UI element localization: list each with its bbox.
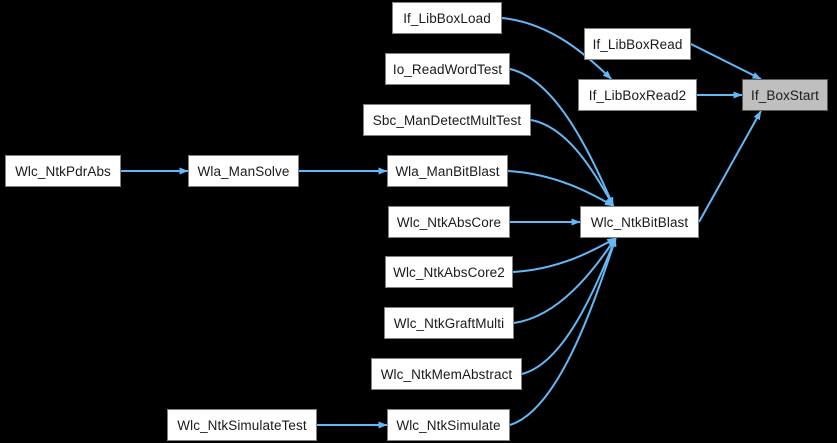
graph-edge-io_readwordtest-to-wlc_ntkbitblast [509, 68, 615, 207]
graph-node-label: Wlc_NtkPdrAbs [15, 163, 111, 179]
edges-group [121, 17, 762, 429]
graph-node-label: Wlc_NtkGraftMulti [393, 315, 505, 331]
graph-node-if_libboxread[interactable]: If_LibBoxRead [584, 28, 691, 60]
graph-node-label: Wlc_NtkSimulateTest [177, 417, 307, 433]
graph-node-label: Sbc_ManDetectMultTest [372, 112, 522, 128]
graph-node-label: If_LibBoxRead2 [588, 87, 687, 103]
graph-node-wlc_ntkabscore2[interactable]: Wlc_NtkAbsCore2 [385, 256, 513, 288]
graph-node-label: Wlc_NtkMemAbstract [380, 366, 513, 382]
graph-node-io_readwordtest[interactable]: Io_ReadWordTest [385, 53, 510, 85]
graph-edge-wlc_ntkbitblast-to-if_boxstart [698, 110, 762, 223]
graph-edge-sbc_mandetectmulttest-to-wlc_ntkbitblast [530, 119, 615, 207]
graph-node-label: Wlc_NtkAbsCore2 [393, 264, 505, 280]
graph-node-wlc_ntkpdrabs[interactable]: Wlc_NtkPdrAbs [5, 155, 121, 187]
graph-node-wlc_ntkabscore[interactable]: Wlc_NtkAbsCore [388, 206, 510, 238]
graph-node-label: Wla_ManSolve [197, 163, 290, 179]
graph-edge-wlc_ntksimulate-to-wlc_ntkbitblast [509, 237, 617, 426]
graph-edge-wla_manbitblast-to-wlc_ntkbitblast [507, 170, 614, 207]
graph-node-wlc_ntksimulatetest[interactable]: Wlc_NtkSimulateTest [167, 409, 317, 441]
graph-node-sbc_mandetectmulttest[interactable]: Sbc_ManDetectMultTest [363, 104, 531, 136]
graph-node-label: Wlc_NtkAbsCore [396, 214, 502, 230]
graph-node-wla_mansolve[interactable]: Wla_ManSolve [188, 155, 299, 187]
graph-edge-wlc_ntkabscore2-to-wlc_ntkbitblast [512, 237, 617, 273]
graph-edge-wlc_ntkmemabstract-to-wlc_ntkbitblast [521, 237, 617, 375]
graph-node-wlc_ntksimulate[interactable]: Wlc_NtkSimulate [387, 409, 510, 441]
graph-edge-if_libboxload-to-if_libboxread2 [501, 17, 613, 80]
graph-node-wla_manbitblast[interactable]: Wla_ManBitBlast [387, 155, 508, 187]
graph-node-label: If_BoxStart [751, 87, 819, 103]
graph-node-label: Wlc_NtkBitBlast [590, 214, 689, 230]
graph-node-if_libboxload[interactable]: If_LibBoxLoad [392, 2, 502, 34]
graph-node-label: Io_ReadWordTest [392, 61, 503, 77]
graph-node-wlc_ntkbitblast[interactable]: Wlc_NtkBitBlast [580, 206, 699, 238]
graph-node-if_boxstart[interactable]: If_BoxStart [742, 79, 828, 111]
graph-edge-if_libboxread-to-if_boxstart [690, 43, 762, 80]
graph-node-label: Wlc_NtkSimulate [396, 417, 501, 433]
graph-node-label: If_LibBoxLoad [403, 10, 491, 26]
graph-node-label: Wla_ManBitBlast [395, 163, 500, 179]
graph-node-wlc_ntkmemabstract[interactable]: Wlc_NtkMemAbstract [371, 358, 522, 390]
graph-node-wlc_ntkgraftmulti[interactable]: Wlc_NtkGraftMulti [384, 307, 514, 339]
graph-node-label: If_LibBoxRead [592, 36, 683, 52]
graph-edge-wlc_ntkgraftmulti-to-wlc_ntkbitblast [513, 237, 617, 324]
graph-node-if_libboxread2[interactable]: If_LibBoxRead2 [578, 79, 697, 111]
